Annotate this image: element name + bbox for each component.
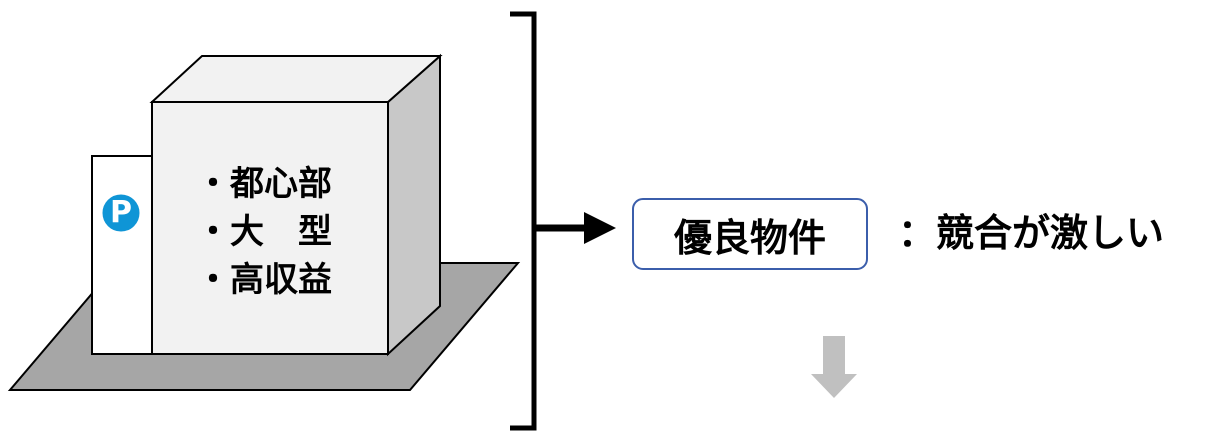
result-note: ：競合が激しい — [898, 211, 1165, 255]
parking-sign-letter: P — [110, 195, 132, 230]
right-arrow-head — [584, 212, 616, 244]
feature-location: ・都心部 — [196, 164, 332, 204]
result-box: 優良物件 — [632, 198, 868, 270]
building-features: ・都心部 ・大 型 ・高収益 — [196, 160, 332, 304]
down-arrow-icon — [811, 336, 857, 398]
feature-size: ・大 型 — [196, 212, 332, 252]
bracket — [510, 11, 537, 431]
result-label: 優良物件 — [673, 215, 826, 260]
building-top — [149, 55, 443, 103]
building-front — [151, 101, 389, 355]
feature-revenue: ・高収益 — [196, 260, 332, 300]
parking-sign-icon — [99, 191, 143, 235]
building-side — [387, 53, 441, 357]
parking-tower — [91, 155, 155, 355]
